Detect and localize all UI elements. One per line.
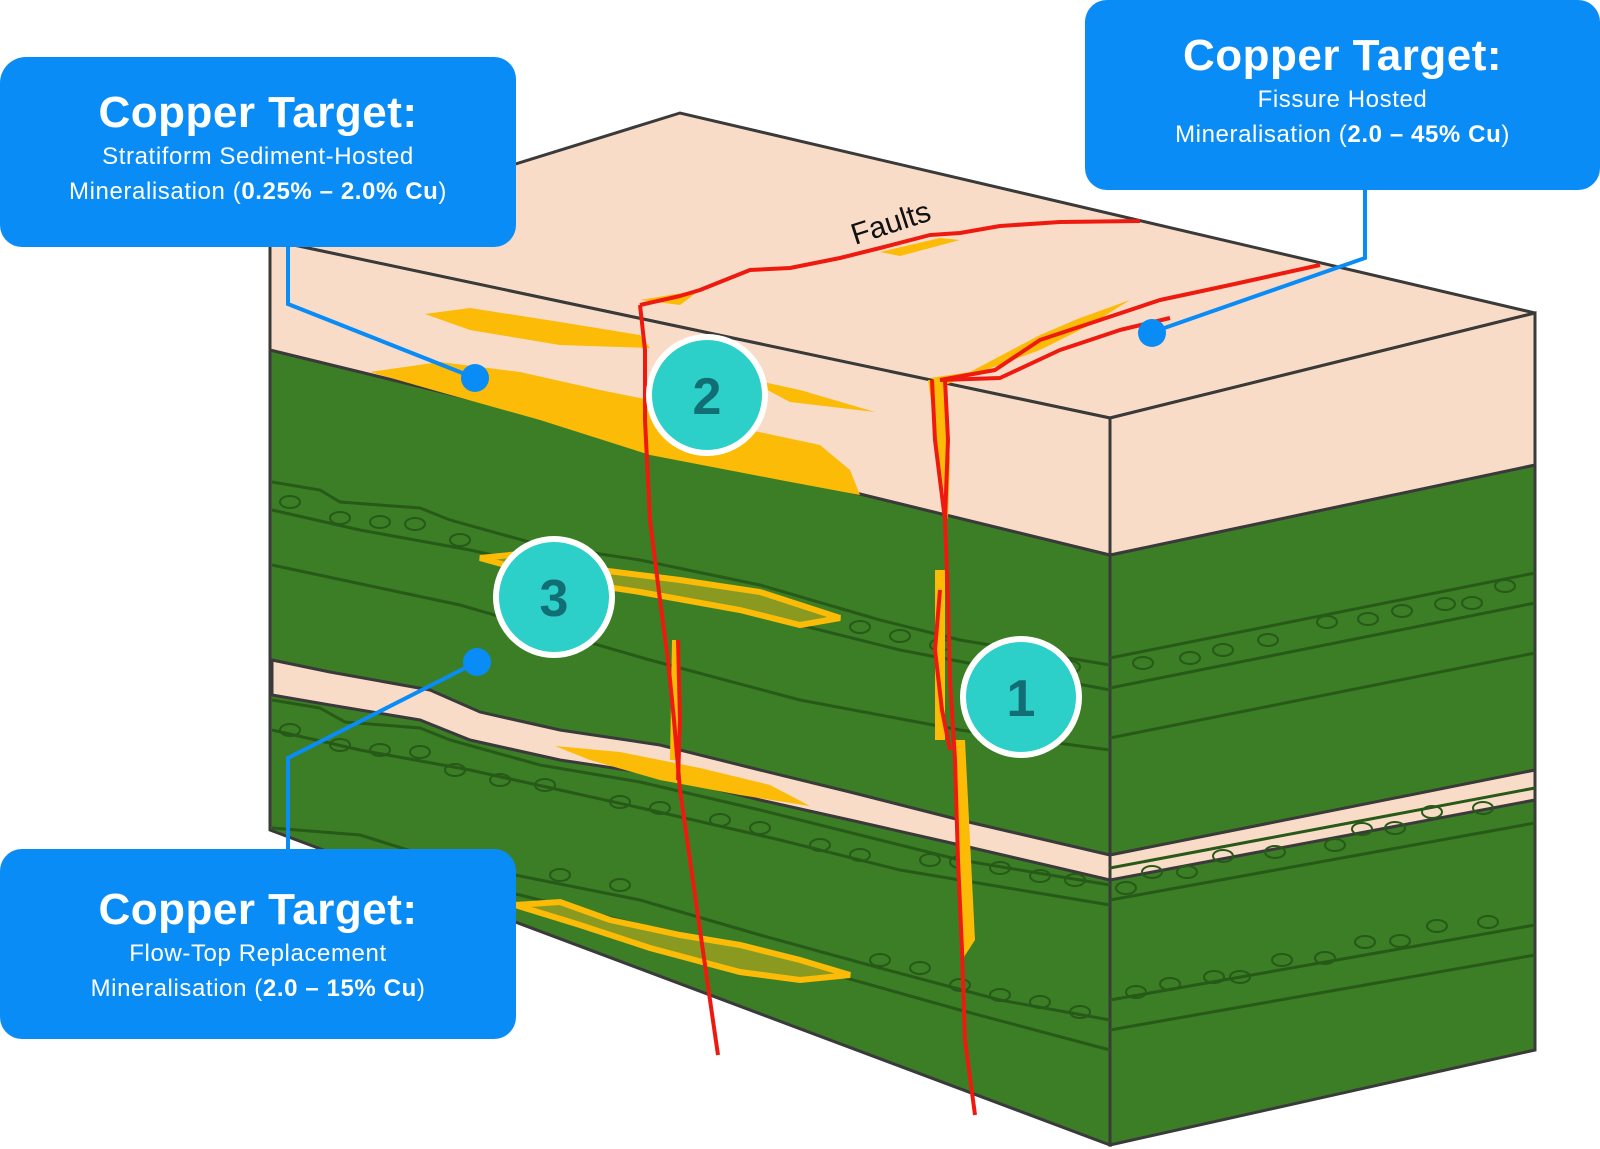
grade-prefix: Mineralisation ( (90, 975, 263, 1002)
callout-fissure: Copper Target: Fissure Hosted Mineralisa… (1085, 0, 1600, 190)
flowtop-leader-dot (463, 648, 491, 676)
fissure-leader-line (1149, 190, 1367, 335)
callout-flowtop-line2: Mineralisation (2.0 – 15% Cu) (0, 971, 516, 1006)
grade-range: 2.0 – 45% Cu (1347, 121, 1502, 148)
grade-range: 0.25% – 2.0% Cu (241, 178, 439, 205)
callout-flowtop-line1: Flow-Top Replacement (129, 940, 387, 967)
callout-flowtop-title: Copper Target: (98, 885, 418, 934)
callout-stratiform-line1: Stratiform Sediment-Hosted (102, 143, 414, 170)
stratiform-leader-line (286, 245, 476, 380)
grade-prefix: Mineralisation ( (1175, 121, 1348, 148)
callout-fissure-line1: Fissure Hosted (1257, 86, 1428, 113)
badge-2-number: 2 (693, 368, 722, 426)
flowtop-leader-line (286, 660, 478, 850)
badge-1-number: 1 (1007, 670, 1036, 728)
badge-2[interactable]: 2 (646, 334, 768, 456)
stratiform-mineralisation (370, 308, 875, 495)
grade-prefix: Mineralisation ( (68, 178, 242, 205)
callout-stratiform-title: Copper Target: (98, 88, 418, 137)
faults (638, 219, 1321, 1116)
callout-fissure-title: Copper Target: (1182, 31, 1503, 80)
callout-leaders (286, 190, 1367, 850)
pink-layer-right (1108, 311, 1537, 557)
grade-suffix: ) (416, 975, 426, 1002)
badge-1[interactable]: 1 (960, 636, 1082, 758)
fissure-leader-dot (1138, 319, 1166, 347)
callout-fissure-line2: Mineralisation (2.0 – 45% Cu) (1085, 117, 1600, 152)
grade-suffix: ) (1501, 121, 1510, 148)
callout-stratiform-line2: Mineralisation (0.25% – 2.0% Cu) (0, 174, 516, 209)
callout-stratiform: Copper Target: Stratiform Sediment-Hoste… (0, 57, 516, 247)
callout-flowtop: Copper Target: Flow-Top Replacement Mine… (0, 849, 516, 1039)
badge-3-number: 3 (540, 570, 569, 628)
grade-range: 2.0 – 15% Cu (262, 975, 417, 1002)
flow-top-bands-right (1109, 571, 1536, 1032)
stratiform-leader-dot (461, 364, 489, 392)
grade-suffix: ) (438, 178, 448, 205)
badge-3[interactable]: 3 (493, 536, 615, 658)
